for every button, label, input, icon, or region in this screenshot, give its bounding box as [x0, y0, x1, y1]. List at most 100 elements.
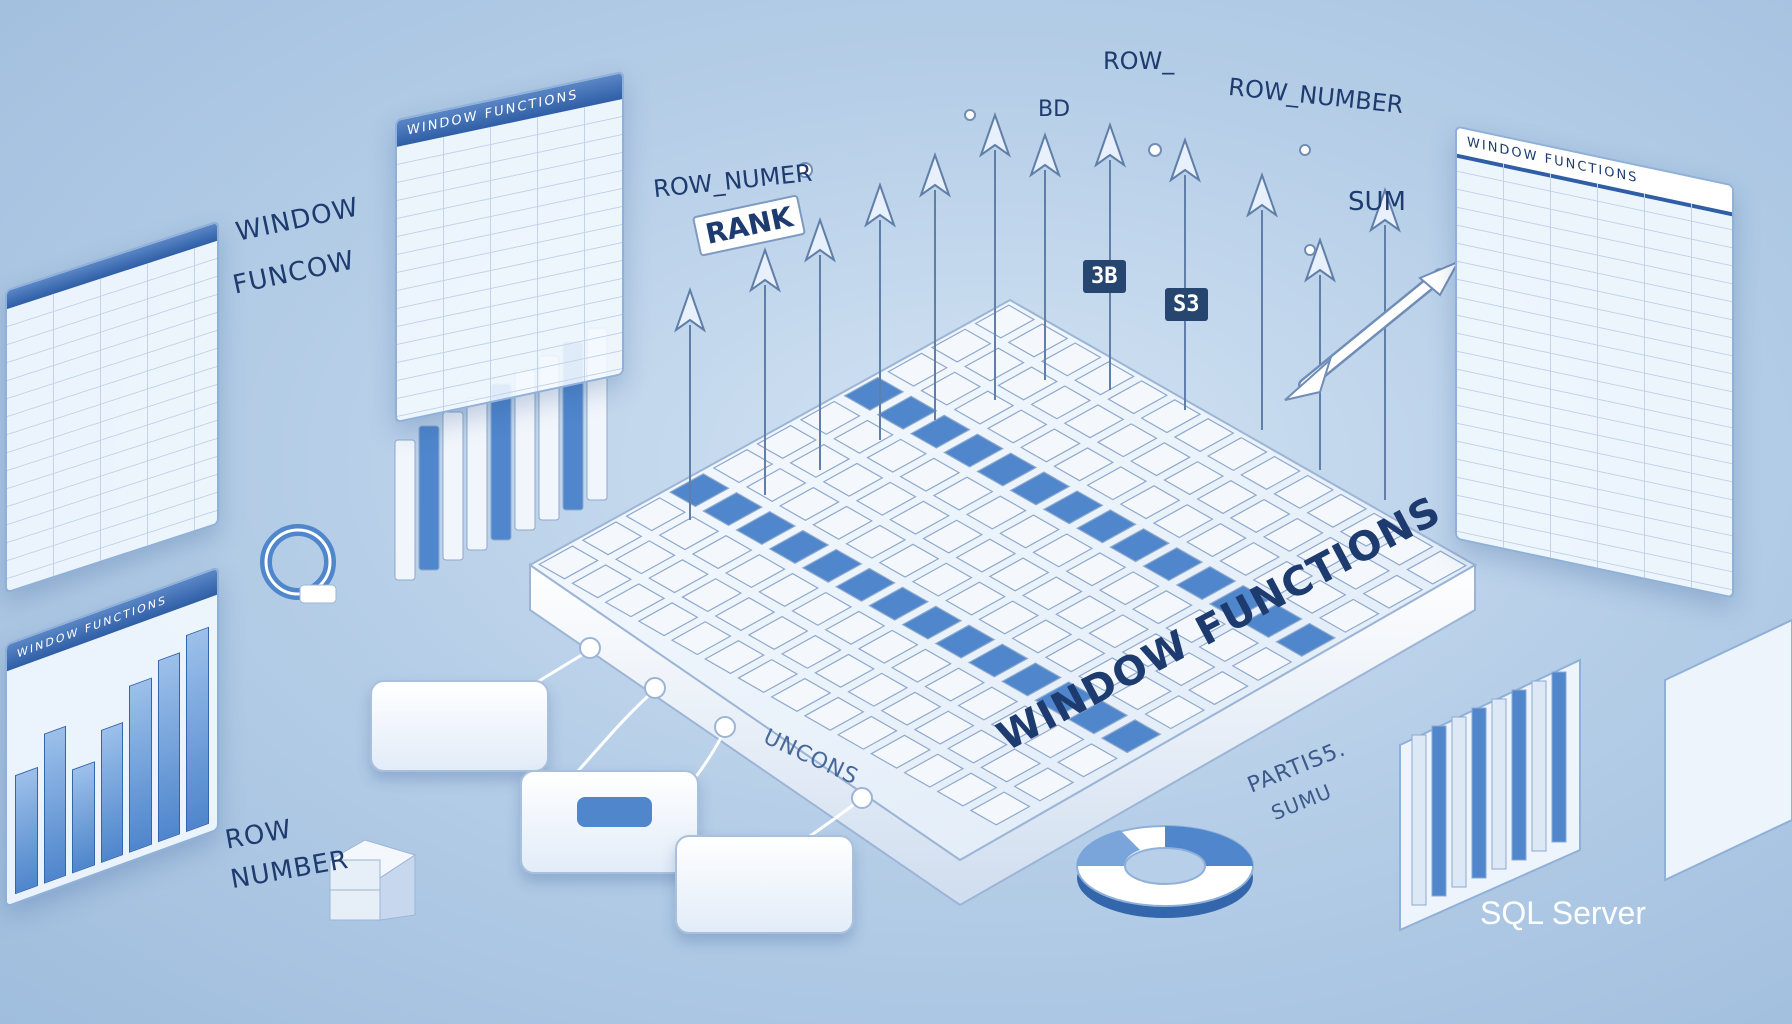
- keyboard-key: [604, 583, 666, 618]
- panel-bar: [1471, 707, 1487, 879]
- keyboard-key: [1030, 385, 1092, 420]
- keyboard-key: [843, 376, 905, 411]
- keyboard-key: [934, 624, 996, 659]
- keyboard-key: [1111, 676, 1172, 711]
- keyboard-key: [756, 424, 818, 459]
- right-window-panel: WINDOW FUNCTIONS: [1455, 125, 1734, 599]
- keyboard-key: [945, 581, 1006, 616]
- keyboard-key: [878, 543, 940, 578]
- keyboard-key: [1086, 466, 1148, 501]
- keyboard-key: [1057, 743, 1118, 778]
- keyboard-key: [571, 564, 633, 599]
- keyboard-key: [1406, 550, 1468, 585]
- keyboard-key: [1240, 455, 1301, 490]
- keyboard-key: [1040, 342, 1102, 377]
- panel-bar: [1491, 698, 1507, 870]
- keyboard-key: [1007, 323, 1069, 358]
- keyboard-key: [909, 414, 971, 449]
- chart-bar: [100, 721, 124, 864]
- keyboard-key: [999, 514, 1060, 549]
- keyboard-key: [1262, 517, 1324, 552]
- top-left-window-panel: WINDOW FUNCTIONS: [395, 70, 624, 424]
- keyboard-key: [799, 400, 861, 435]
- keyboard-key: [1273, 474, 1335, 509]
- keyboard-key: [887, 352, 948, 387]
- far-right-panel: [1664, 618, 1792, 882]
- chart-bar: [186, 626, 210, 832]
- keyboard-key: [1121, 633, 1183, 668]
- keyboard-keys: [537, 304, 1468, 826]
- keyboard-key: [1011, 619, 1073, 654]
- keyboard-key: [1063, 404, 1125, 439]
- keyboard-key: [920, 371, 982, 406]
- keyboard-key: [976, 452, 1038, 487]
- donut-chart-icon: [1076, 825, 1254, 918]
- value-flag-1: 3B: [1083, 260, 1126, 293]
- panel-bar: [1411, 734, 1427, 906]
- keyboard-key: [824, 610, 886, 645]
- vertical-arrows: [674, 111, 1401, 520]
- column-stacks: [394, 327, 608, 581]
- keyboard-key: [1165, 609, 1227, 644]
- keyboard-key: [537, 545, 599, 580]
- chart-bar: [72, 761, 95, 874]
- keyboard-key: [812, 505, 874, 540]
- value-flag-2: S3: [1165, 288, 1208, 321]
- arrow-head: [1094, 121, 1126, 168]
- keyboard-key: [1023, 724, 1085, 759]
- keyboard-key: [1077, 657, 1139, 692]
- keyboard-key: [735, 510, 797, 546]
- keyboard-key: [1130, 442, 1191, 477]
- keyboard-key: [834, 567, 896, 602]
- keyboard-key: [936, 772, 998, 807]
- chart-bar: [129, 677, 152, 853]
- floating-dots: [797, 109, 1316, 256]
- keyboard-key: [1044, 638, 1106, 673]
- keyboard-key: [922, 519, 984, 554]
- keyboard-key: [1318, 598, 1380, 633]
- keyboard-key: [1144, 695, 1206, 730]
- keyboard-key: [845, 524, 907, 559]
- keyboard-key: [1229, 498, 1291, 533]
- keyboard-key: [955, 538, 1017, 573]
- keyboard-key: [691, 535, 753, 570]
- keyboard-key: [1098, 571, 1160, 606]
- arrow-head: [979, 111, 1011, 158]
- arrow-head: [1304, 236, 1336, 283]
- keyboard-key: [702, 492, 763, 527]
- keyboard-key: [1001, 662, 1062, 697]
- keyboard-key: [1362, 574, 1424, 609]
- keyboard-key: [681, 578, 743, 613]
- keyboard-key: [943, 433, 1004, 468]
- module-block-3: [675, 835, 854, 934]
- keyboard-key: [747, 615, 809, 651]
- keyboard-key: [866, 438, 928, 473]
- keyboard-key: [1019, 428, 1081, 463]
- keyboard-key: [1154, 652, 1216, 687]
- keyboard-key: [836, 715, 898, 750]
- keyboard-key: [737, 658, 799, 694]
- panel-bar: [1451, 716, 1467, 888]
- arrow-head: [1246, 171, 1278, 218]
- keyboard-key: [614, 540, 676, 575]
- stack-column: [394, 439, 416, 581]
- sql-server-label: SQL Server: [1480, 895, 1646, 931]
- keyboard-key: [1329, 555, 1391, 590]
- keyboard-key: [965, 495, 1027, 530]
- keyboard-key: [1055, 595, 1116, 630]
- keyboard-key: [1275, 622, 1337, 657]
- keyboard-key: [668, 473, 730, 508]
- panel-bar: [1511, 689, 1527, 861]
- keyboard-key: [648, 559, 709, 594]
- keyboard-key: [1175, 566, 1237, 601]
- keyboard-key: [637, 602, 699, 637]
- keyboard-key: [822, 462, 884, 497]
- keyboard-key: [814, 653, 875, 688]
- keyboard-key: [990, 705, 1052, 740]
- panel-bar: [1431, 725, 1447, 897]
- keyboard-key: [1075, 509, 1137, 544]
- keyboard-key: [1252, 560, 1314, 595]
- stack-column: [442, 411, 464, 561]
- keyboard-key: [1219, 541, 1281, 577]
